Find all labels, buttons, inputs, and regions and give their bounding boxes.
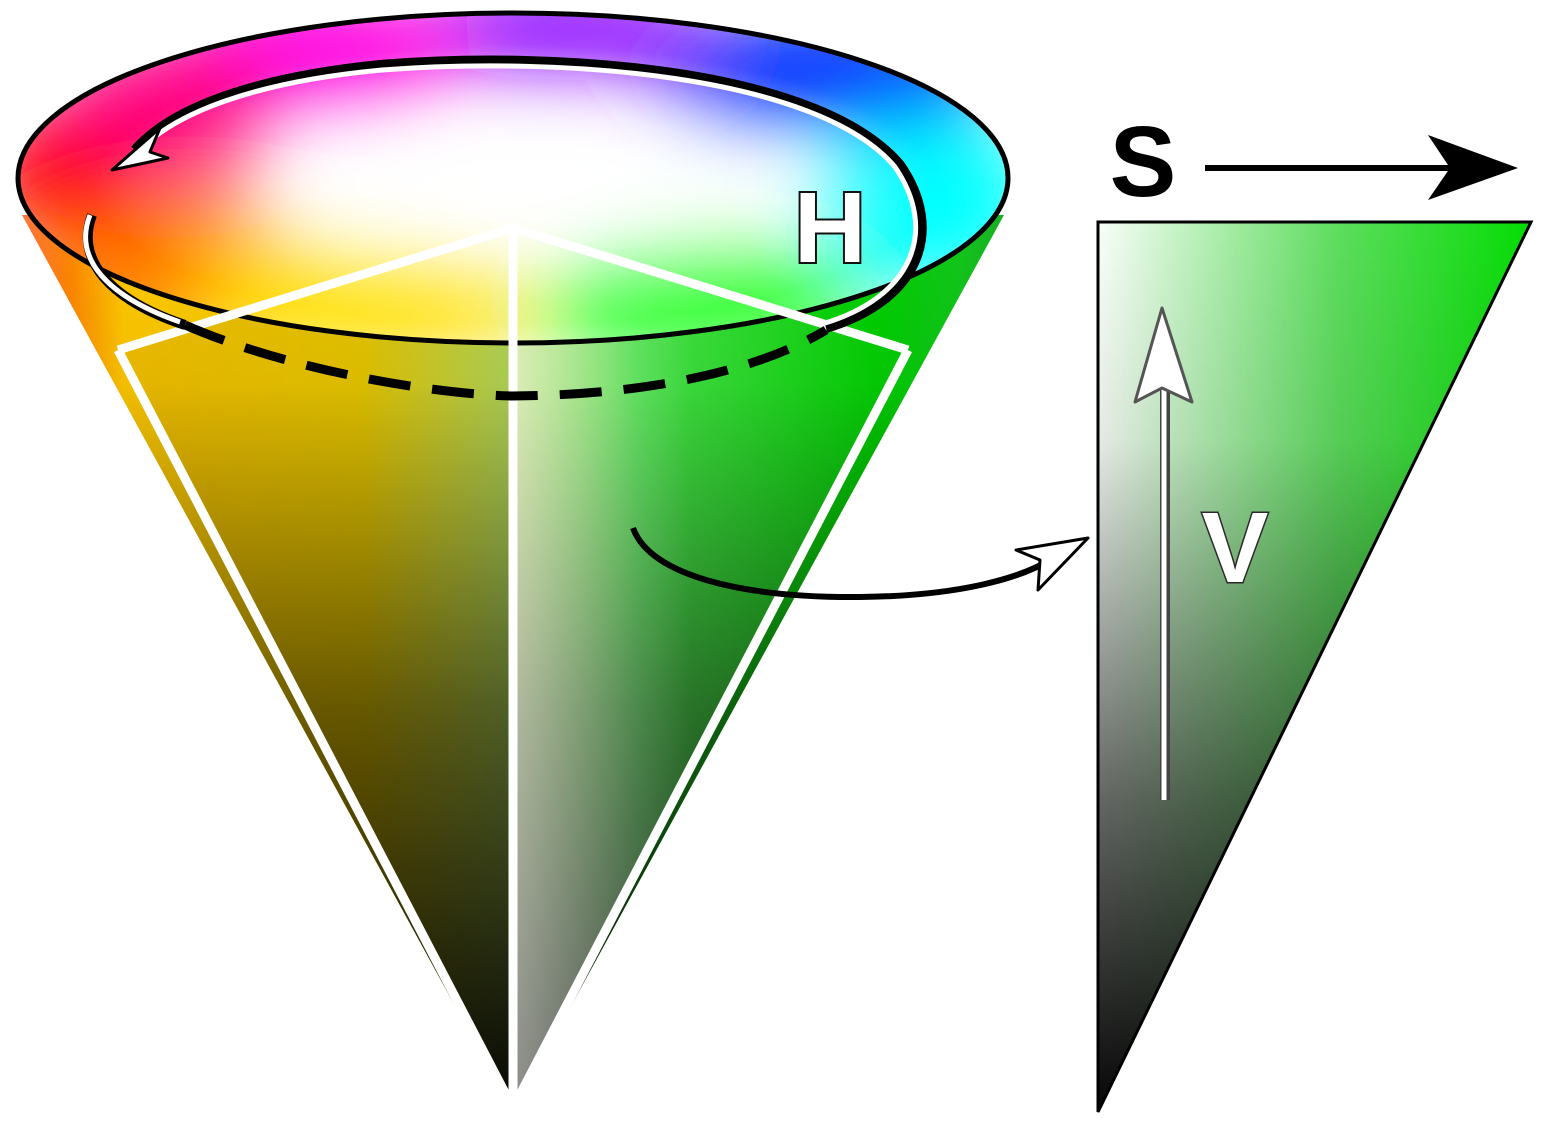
saturation-label: S: [1110, 106, 1177, 218]
curved-arrow-icon: [630, 526, 1090, 601]
circular-arrow-icon: [82, 55, 927, 401]
hue-label: H: [794, 172, 866, 284]
value-label: V: [1202, 492, 1269, 604]
cone-slice-outline: [114, 223, 912, 1118]
right-arrow-icon: [1205, 135, 1518, 200]
up-arrow-icon: [1133, 306, 1194, 800]
